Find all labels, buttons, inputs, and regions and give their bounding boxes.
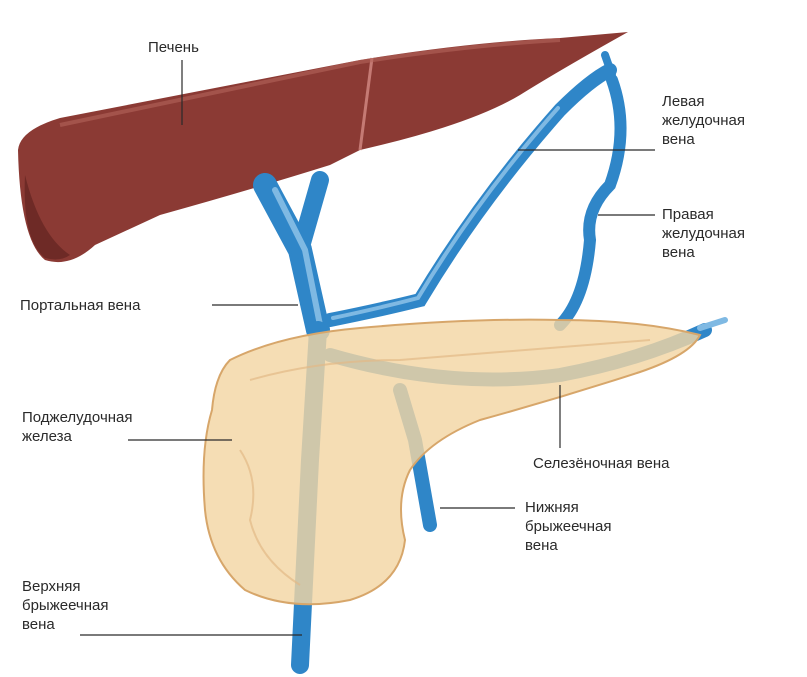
label-left-gastric-vein: Левая желудочная вена — [662, 92, 745, 149]
label-liver: Печень — [148, 38, 199, 57]
label-superior-mesenteric-vein: Верхняя брыжеечная вена — [22, 577, 109, 634]
label-splenic-vein: Селезёночная вена — [533, 454, 669, 473]
label-inferior-mesenteric-vein: Нижняя брыжеечная вена — [525, 498, 612, 555]
label-pancreas: Поджелудочная железа — [22, 408, 133, 446]
label-portal-vein: Портальная вена — [20, 296, 140, 315]
label-right-gastric-vein: Правая желудочная вена — [662, 205, 745, 262]
